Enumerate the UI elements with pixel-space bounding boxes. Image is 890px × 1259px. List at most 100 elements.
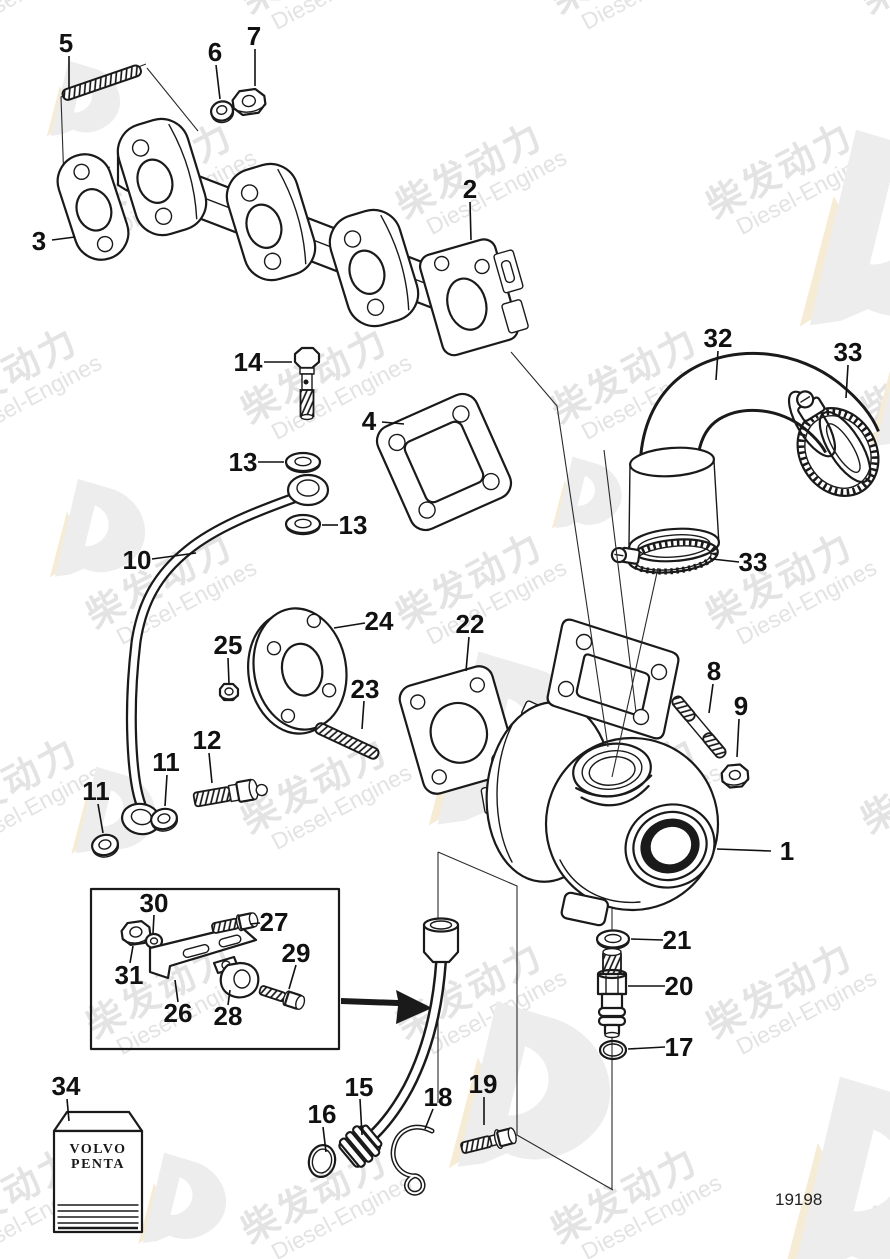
callout-label-3: 3 xyxy=(32,226,46,256)
callout-leader-27 xyxy=(249,922,261,925)
manifold-port-flange xyxy=(328,208,420,328)
callout-label-19: 19 xyxy=(469,1069,498,1099)
svg-text:柴发动力: 柴发动力 xyxy=(855,730,890,841)
callout-leader-4 xyxy=(381,421,405,425)
watermark-logo-icon xyxy=(757,1060,890,1259)
callout-leader-8 xyxy=(708,683,714,714)
callout-leader-3 xyxy=(51,236,76,241)
kit-box-brand-line2: PENTA xyxy=(71,1157,125,1172)
callout-leader-10 xyxy=(151,552,197,560)
callout-label-22: 22 xyxy=(456,609,485,639)
callout-leader-30 xyxy=(152,914,155,934)
callout-label-25: 25 xyxy=(214,630,243,660)
pipe-end-fitting xyxy=(338,1124,383,1168)
oil-drain-pipe xyxy=(338,917,460,1168)
svg-text:Diesel-Engines: Diesel-Engines xyxy=(0,0,106,35)
callout-leader-33 xyxy=(711,558,740,563)
manifold-port-flange xyxy=(116,117,208,237)
callout-leader-33 xyxy=(845,364,849,399)
nut xyxy=(218,682,240,702)
callout-label-21: 21 xyxy=(663,925,692,955)
sealing-washer xyxy=(284,513,322,536)
bolt xyxy=(460,1127,517,1154)
drawing-number: 19198 xyxy=(775,1190,822,1209)
banjo-bolt xyxy=(293,346,321,421)
hose-clamp xyxy=(610,538,719,575)
turbocharger xyxy=(480,618,720,927)
sealing-washer xyxy=(91,833,119,858)
callout-label-28: 28 xyxy=(214,1001,243,1031)
callout-leader-11 xyxy=(164,774,168,807)
bracket-kit-inset xyxy=(89,887,432,1051)
callout-leader-26 xyxy=(174,979,179,1003)
turbine-inlet-gasket xyxy=(375,392,513,532)
stud xyxy=(61,64,142,101)
stud xyxy=(314,722,380,760)
hose-clamp xyxy=(796,390,880,498)
callout-label-11: 11 xyxy=(152,747,180,777)
callout-leader-9 xyxy=(736,718,740,758)
callout-label-27: 27 xyxy=(260,907,289,937)
inset-arrow xyxy=(341,990,432,1024)
bolt xyxy=(258,985,306,1011)
spring-clip xyxy=(390,1124,435,1196)
manifold-gasket xyxy=(56,153,130,261)
construction-lines-over xyxy=(510,351,659,778)
callout-label-29: 29 xyxy=(282,938,311,968)
callout-label-18: 18 xyxy=(424,1082,453,1112)
callout-label-5: 5 xyxy=(59,28,73,58)
callout-label-33: 33 xyxy=(739,547,768,577)
stud xyxy=(671,695,727,759)
callout-label-11: 11 xyxy=(82,776,110,806)
pipe-clamp xyxy=(212,955,260,999)
callout-leader-25 xyxy=(227,657,230,685)
callout-label-33: 33 xyxy=(834,337,863,367)
callout-label-17: 17 xyxy=(665,1032,694,1062)
banjo-bolt xyxy=(192,778,268,808)
callout-label-9: 9 xyxy=(734,691,748,721)
exhaust-manifold xyxy=(116,117,529,357)
callout-label-1: 1 xyxy=(780,836,794,866)
oil-return-connector xyxy=(596,947,628,1039)
o-ring xyxy=(598,1039,628,1061)
callout-label-31: 31 xyxy=(115,960,144,990)
callout-label-30: 30 xyxy=(140,888,169,918)
callout-label-8: 8 xyxy=(707,656,721,686)
washer xyxy=(144,932,164,950)
callout-label-16: 16 xyxy=(308,1099,337,1129)
nut xyxy=(720,763,750,789)
air-elbow-hose xyxy=(627,351,880,563)
callout-label-15: 15 xyxy=(345,1072,374,1102)
callout-leader-6 xyxy=(215,64,221,100)
callout-label-13: 13 xyxy=(229,447,258,477)
sealing-washer xyxy=(595,929,631,950)
callout-leader-23 xyxy=(361,700,365,730)
callout-label-24: 24 xyxy=(365,606,394,636)
callout-leader-2 xyxy=(469,201,472,241)
manifold-port-flange xyxy=(225,162,317,282)
callout-leader-11 xyxy=(97,803,104,834)
svg-text:Diesel-Engines: Diesel-Engines xyxy=(577,0,726,35)
callout-leader-24 xyxy=(333,622,366,629)
callout-label-7: 7 xyxy=(247,21,261,51)
callout-label-13: 13 xyxy=(339,510,368,540)
callout-leader-29 xyxy=(288,964,297,990)
callout-label-34: 34 xyxy=(52,1071,81,1101)
exhaust-flange xyxy=(246,607,348,735)
callout-leader-16 xyxy=(322,1126,327,1153)
callout-leader-32 xyxy=(715,350,719,381)
callout-label-10: 10 xyxy=(123,545,152,575)
turbo-inlet-bore xyxy=(572,742,653,807)
svg-text:柴发动力: 柴发动力 xyxy=(855,0,890,21)
callout-leader-22 xyxy=(465,636,470,672)
